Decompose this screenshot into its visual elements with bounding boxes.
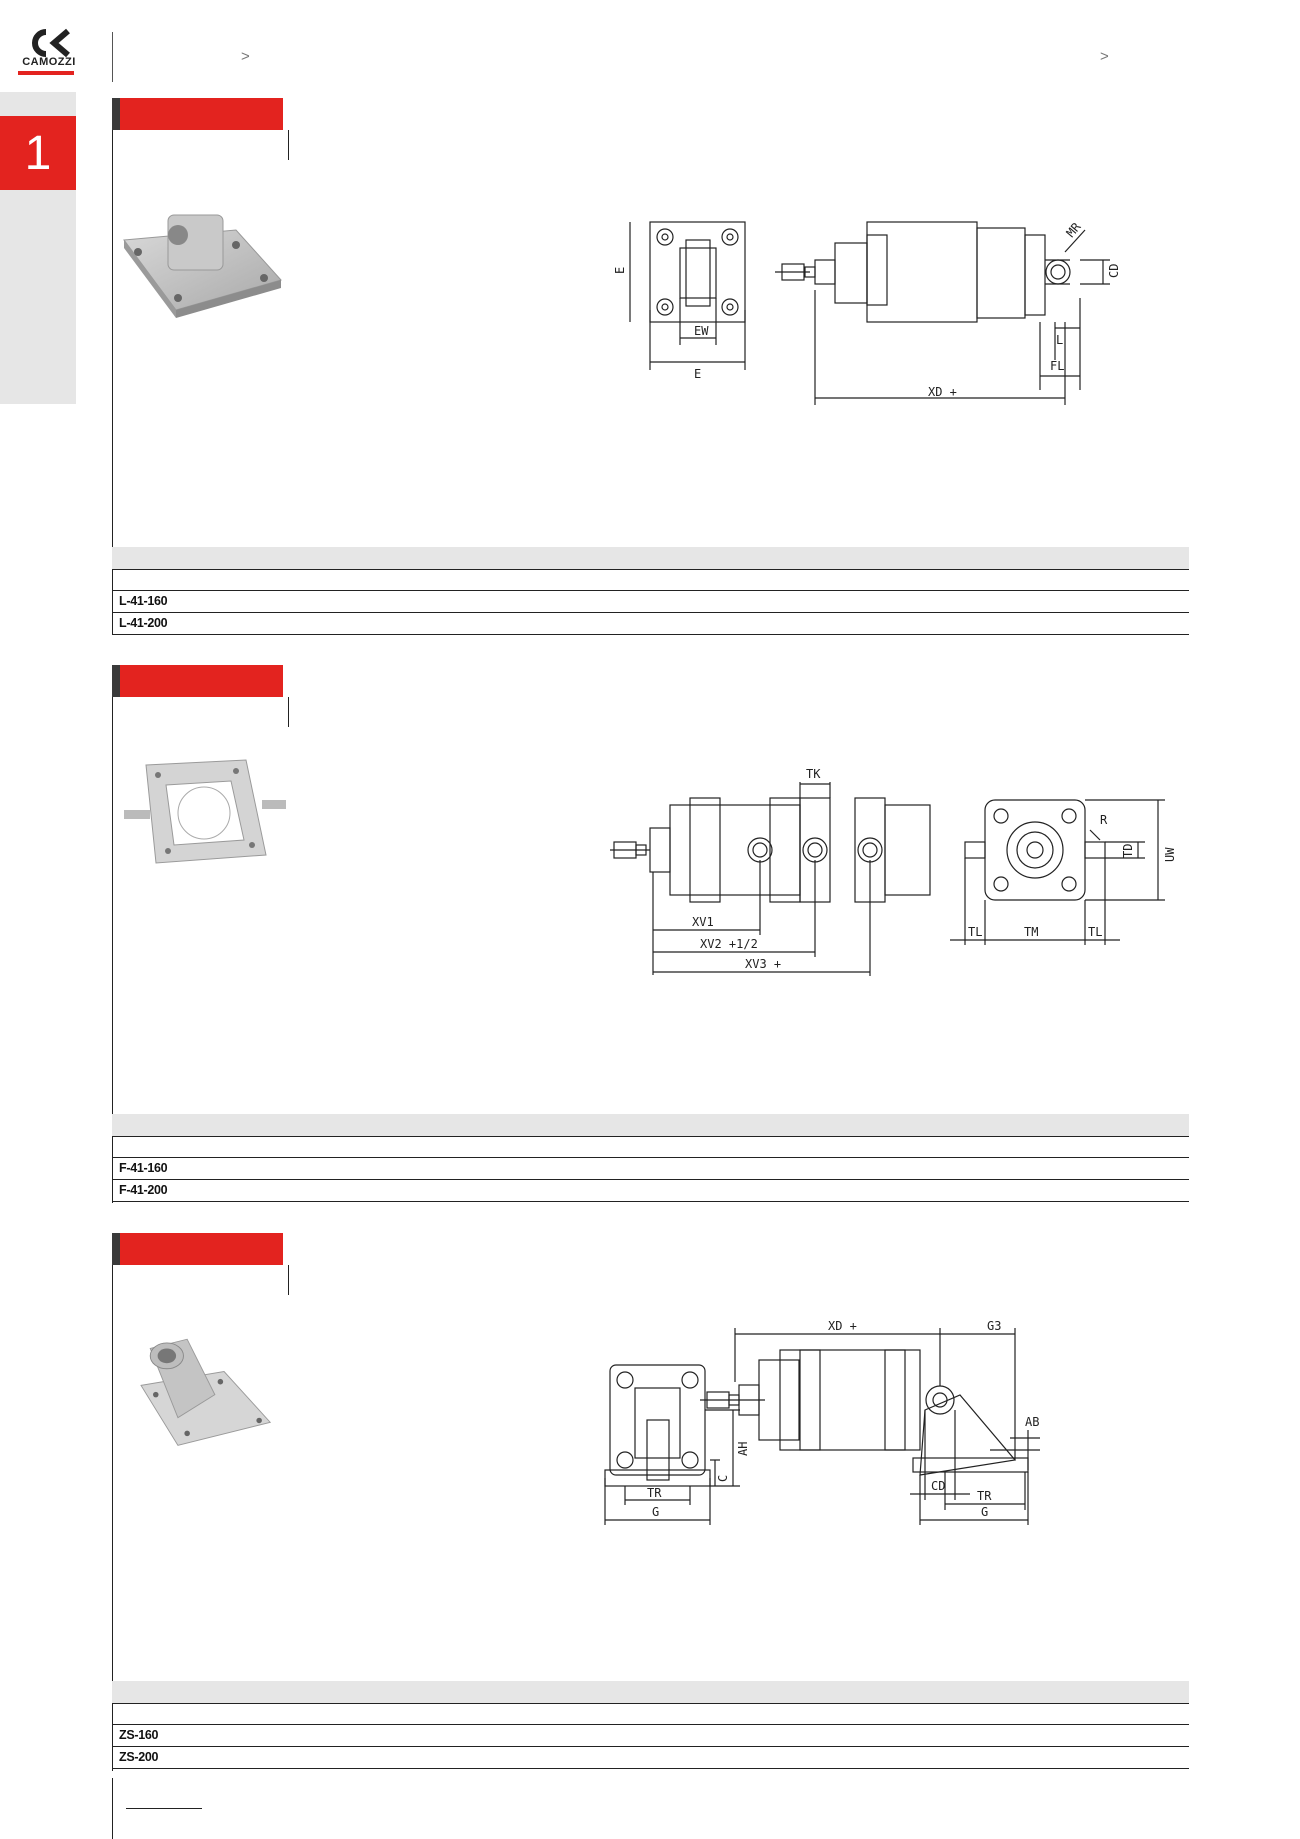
section-2-header-bar [120,665,283,697]
footer-underline [126,1808,202,1809]
header-divider [112,32,113,82]
dim-TR-left: TR [647,1486,662,1500]
dim-EW: EW [694,324,709,338]
brand-underline [18,71,74,75]
table-header [112,1681,1189,1703]
dim-TL-left: TL [968,925,982,939]
section-2-header-dark [112,665,120,697]
footer-rule [112,1778,113,1839]
section-1-header-rule [288,130,289,160]
table-row: F-41-160 [112,1157,1189,1179]
table-row: L-41-160 [112,590,1189,612]
dim-G-left: G [652,1505,659,1519]
breadcrumb-arrow-left[interactable]: > [241,48,250,65]
section-3-header-dark [112,1233,120,1265]
table-row: ZS-160 [112,1724,1189,1746]
dim-C: C [716,1475,730,1482]
dim-XV2: XV2 +1/2 [700,937,758,951]
brand-name: CAMOZZI [22,56,76,68]
table-row [112,1136,1189,1157]
section-1-header-bar [120,98,283,130]
dim-CD: CD [931,1479,945,1493]
dim-TD: TD [1121,844,1135,858]
table-header [112,1114,1189,1136]
dim-TK: TK [806,767,821,781]
dim-AH: AH [736,1442,750,1456]
dim-R: R [1100,813,1108,827]
table-row: ZS-200 [112,1746,1189,1768]
rear-hinge-bracket-photo [140,1338,272,1446]
dim-UW: UW [1163,847,1177,862]
dim-TR-right: TR [977,1489,992,1503]
table-header [112,547,1189,569]
section-2-technical-drawing: TK R TD UW XV1 XV2 +1/2 XV3 + TL TM TL [610,767,1177,976]
table-bottom-rule [112,1768,1189,1769]
dim-XV3: XV3 + [745,957,781,971]
section-3-header-rule [288,1265,289,1295]
dim-E: E [694,367,701,381]
dim-E-vertical: E [613,267,627,274]
section-2-header-rule [288,697,289,727]
camozzi-logo-icon [32,28,70,58]
section-3-technical-drawing: XD + G3 AB AH C TR G CD TR G [604,1319,1040,1525]
section-1-header-dark [112,98,120,130]
table-row [112,569,1189,590]
dim-TL-right: TL [1088,925,1102,939]
section-2-rule [112,665,113,1203]
dim-TM: TM [1024,925,1038,939]
table-bottom-rule [112,1201,1189,1202]
chapter-number-tab[interactable]: 1 [0,116,76,190]
dim-MR: MR [1064,219,1085,240]
dim-XD: XD + [828,1319,857,1333]
dim-FL: FL [1050,359,1064,373]
breadcrumb-arrow-right[interactable]: > [1100,48,1109,65]
dim-XV1: XV1 [692,915,714,929]
section-1-technical-drawing: E EW E MR CD L FL XD + [613,219,1121,405]
dim-L: L [1056,333,1063,347]
section-3-header-bar [120,1233,283,1265]
dim-G-right: G [981,1505,988,1519]
table-row: L-41-200 [112,612,1189,634]
table-row: F-41-200 [112,1179,1189,1201]
rear-hinge-photo [123,214,282,318]
dim-CD: CD [1107,264,1121,278]
table-bottom-rule [112,634,1189,635]
dim-XD: XD + [928,385,957,399]
section-2-table: F-41-160 F-41-200 [112,1114,1189,1202]
section-3-table: ZS-160 ZS-200 [112,1681,1189,1769]
section-3-rule [112,1233,113,1771]
table-row [112,1703,1189,1724]
dim-G3: G3 [987,1319,1001,1333]
section-1-rule [112,98,113,635]
dim-AB: AB [1025,1415,1039,1429]
intermediate-trunnion-photo [124,759,286,864]
section-1-table: L-41-160 L-41-200 [112,547,1189,635]
